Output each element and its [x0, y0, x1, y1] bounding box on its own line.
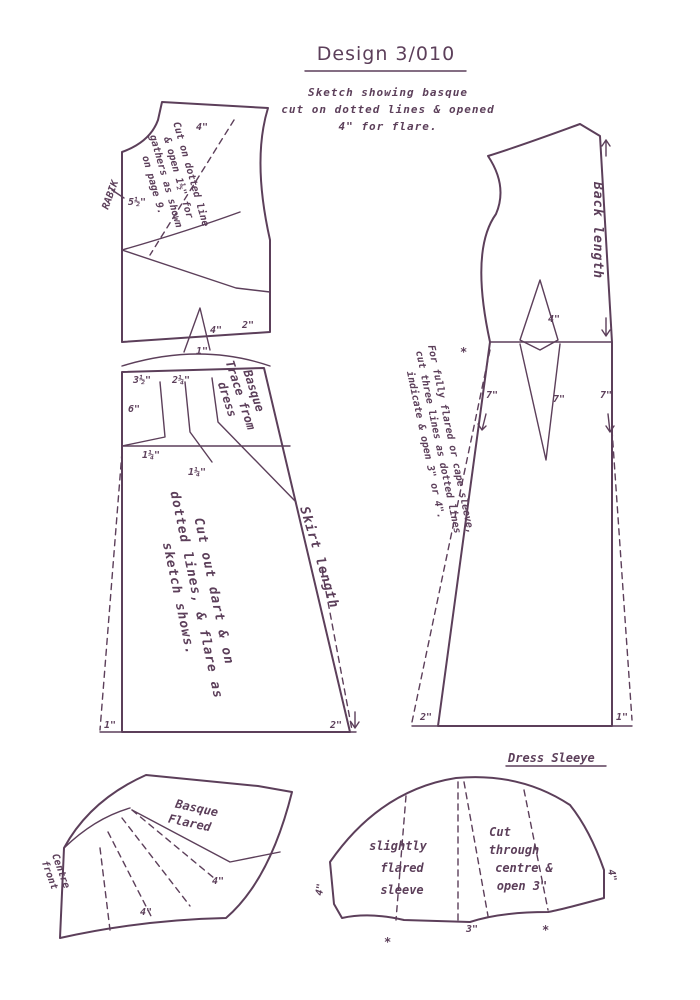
front-skirt-instructions: Cut out dart & on dotted lines, & flare … — [159, 490, 236, 700]
sleeve-left-text: slightly flared sleeve — [369, 839, 428, 897]
sleeve-heading: Dress Sleeye — [507, 751, 595, 765]
basque-measure-b: 2¼" — [171, 374, 190, 386]
front-skirt-hem-right: 2" — [329, 720, 342, 731]
basque-measure-d: 1¼" — [142, 449, 160, 461]
back-length-arrow-top — [601, 139, 611, 157]
front-bodice-dart-base: 1" — [196, 346, 208, 357]
sleeve-right-line-2: through — [489, 843, 540, 857]
back-dotted-right — [611, 429, 633, 721]
sleeve-right-line-1: Cut — [489, 825, 511, 839]
sleeve-star-left: * — [384, 935, 391, 949]
basque-flared-label: Basque Flared — [167, 797, 220, 835]
back-dart-top-measure: 4" — [548, 314, 560, 325]
subtitle-line-2: cut on dotted lines & opened — [281, 103, 494, 116]
basque-flared-dotted-3 — [121, 817, 191, 907]
basque-flared-dotted-2 — [107, 831, 153, 919]
basque-flared-dotted-4 — [131, 809, 215, 879]
back-arrow-right — [605, 413, 615, 433]
front-bodice-cut-line — [121, 249, 271, 293]
front-bodice-dart — [183, 307, 211, 353]
basque-section-line-2 — [184, 381, 213, 463]
back-side-right-measure: 7" — [600, 390, 612, 401]
subtitle-line-3: 4" for flare. — [338, 120, 437, 133]
back-arrow-left — [477, 413, 487, 431]
skirt-length-arrow — [350, 711, 360, 729]
front-bodice-top-measure: 4" — [196, 122, 208, 133]
basque-section-line-1 — [121, 381, 166, 447]
front-bodice-side-measure: 5½" — [128, 196, 146, 208]
sleeve-right-line-3: centre & — [495, 861, 554, 875]
back-note: For fully flared or cape sleeve, cut thr… — [404, 344, 476, 535]
basque-flared-inner-curve — [63, 807, 131, 849]
front-bodice-outline — [121, 101, 271, 343]
sleeve-right-text: Cut through centre & open 3" — [489, 825, 554, 893]
front-bodice-dotted-line — [149, 119, 235, 256]
basque-measure-e: 1¼" — [188, 466, 206, 478]
front-bodice-waist-measure: 2" — [241, 320, 254, 331]
front-bodice-waist-curve — [121, 353, 271, 367]
back-dart-upper — [519, 279, 559, 351]
back-dotted-left — [411, 349, 491, 723]
front-bodice-dart-measure: 4" — [210, 325, 222, 336]
basque-flared-edge — [131, 809, 281, 863]
back-dart-lower — [519, 343, 561, 461]
basque-measure-c: 6" — [128, 404, 140, 415]
front-skirt-dotted-right — [321, 569, 353, 731]
subtitle-line-1: Sketch showing basque — [308, 86, 468, 99]
basque-flared-measure-inner: 4" — [140, 907, 152, 918]
sleeve-star-right: * — [542, 923, 549, 937]
sleeve-dotted-1 — [395, 795, 407, 921]
back-length-arrow-bottom — [601, 317, 611, 337]
front-skirt-dotted-left — [99, 451, 123, 731]
back-note-star: * — [460, 345, 467, 359]
basque-label: Basque Trace from dress — [215, 359, 267, 433]
front-skirt-hem-left: 1" — [104, 720, 116, 731]
back-hem-left: 2" — [419, 712, 432, 723]
back-side-left-measure: 7" — [486, 390, 498, 401]
centre-front-label: Centre front — [39, 852, 72, 891]
sleeve-right-measure: 4" — [605, 869, 618, 883]
basque-section-line-3 — [211, 377, 297, 503]
back-hem-right: 1" — [616, 712, 628, 723]
back-length-label: Back length — [590, 181, 605, 279]
sleeve-left-measure: 4" — [314, 883, 327, 897]
skirt-length-label: Skirt length — [296, 505, 341, 611]
basque-flared-measure-outer: 4" — [212, 876, 224, 887]
sleeve-left-line-2: flared — [380, 861, 424, 875]
basque-flared-outline — [59, 774, 293, 939]
back-outline — [437, 123, 613, 727]
sleeve-dotted-4 — [523, 789, 549, 911]
basque-flared-dotted-1 — [99, 847, 111, 931]
sleeve-outline — [329, 776, 605, 923]
sleeve-left-line-3: sleeve — [380, 883, 423, 897]
sleeve-right-line-4: open 3" — [497, 879, 548, 893]
back-dart-bottom-measure: 7" — [553, 394, 565, 405]
basque-measure-a: 3½" — [132, 374, 151, 386]
sleeve-left-line-1: slightly — [369, 839, 428, 853]
design-title: Design 3/010 — [317, 43, 455, 65]
front-bodice-arrow — [111, 189, 125, 199]
front-bodice-shoulder-line — [121, 211, 241, 251]
sleeve-bottom-measure: 3" — [465, 924, 478, 935]
sleeve-dotted-3 — [463, 781, 489, 917]
